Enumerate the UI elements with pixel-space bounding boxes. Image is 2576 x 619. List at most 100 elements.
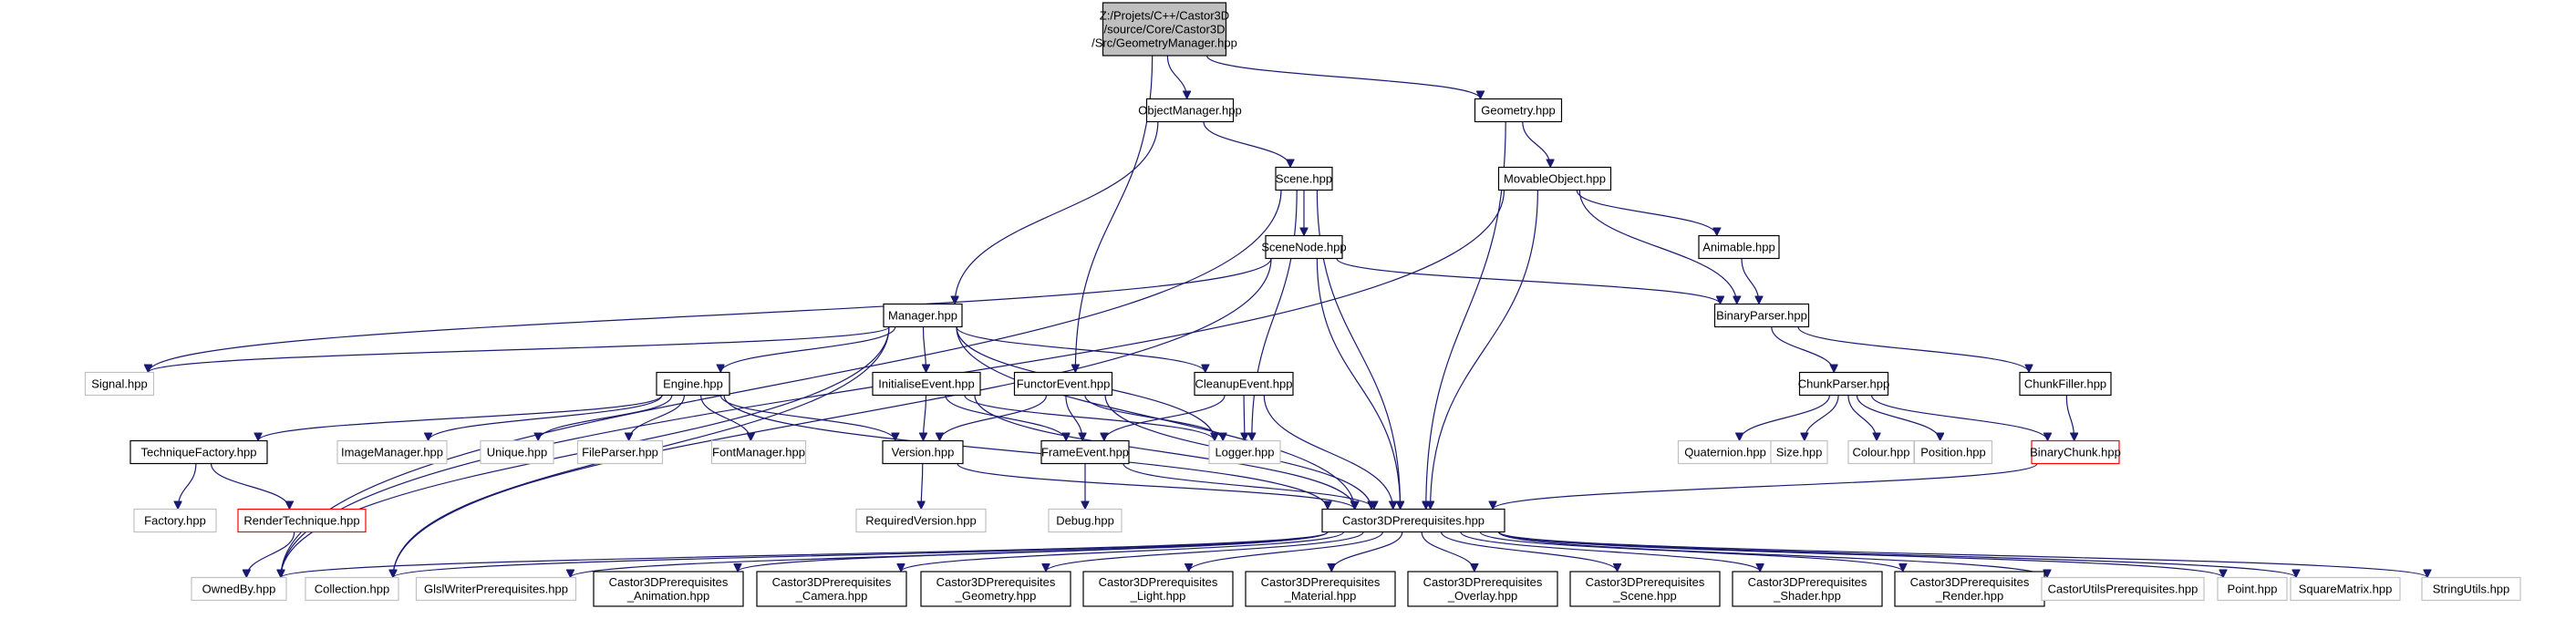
- node-animable[interactable]: Animable.hpp: [1698, 234, 1780, 260]
- node-glslwriter[interactable]: GlslWriterPrerequisites.hpp: [415, 576, 577, 602]
- node-fileparser[interactable]: FileParser.hpp: [576, 439, 664, 465]
- node-signal[interactable]: Signal.hpp: [84, 371, 155, 397]
- node-p_shader[interactable]: Castor3DPrerequisites_Shader.hpp: [1732, 571, 1883, 607]
- node-binaryparser[interactable]: BinaryParser.hpp: [1713, 303, 1810, 328]
- node-box-colour[interactable]: [1847, 439, 1915, 465]
- node-box-scene[interactable]: [1275, 166, 1333, 191]
- node-box-frameevent[interactable]: [1040, 439, 1130, 465]
- node-squarematrix[interactable]: SquareMatrix.hpp: [2290, 576, 2401, 602]
- node-box-castorutils[interactable]: [2041, 576, 2205, 602]
- node-box-point[interactable]: [2217, 576, 2288, 602]
- node-root[interactable]: Z:/Projets/C++/Castor3D/source/Core/Cast…: [1091, 2, 1237, 57]
- node-position[interactable]: Position.hpp: [1913, 439, 1993, 465]
- node-functorevent[interactable]: FunctorEvent.hpp: [1013, 371, 1113, 397]
- node-p_render[interactable]: Castor3DPrerequisites_Render.hpp: [1894, 571, 2045, 607]
- node-box-squarematrix[interactable]: [2290, 576, 2401, 602]
- node-frameevent[interactable]: FrameEvent.hpp: [1040, 439, 1130, 465]
- node-box-cleanupevent[interactable]: [1194, 371, 1294, 397]
- node-fontmanager[interactable]: FontManager.hpp: [710, 439, 807, 465]
- node-box-p_scene[interactable]: [1569, 571, 1721, 607]
- node-box-p_geometry[interactable]: [920, 571, 1071, 607]
- node-objectmanager[interactable]: ObjectManager.hpp: [1138, 98, 1242, 123]
- node-cleanupevent[interactable]: CleanupEvent.hpp: [1194, 371, 1294, 397]
- node-box-objectmanager[interactable]: [1145, 98, 1235, 123]
- node-box-fontmanager[interactable]: [710, 439, 807, 465]
- node-castorutils[interactable]: CastorUtilsPrerequisites.hpp: [2041, 576, 2205, 602]
- node-box-prereq[interactable]: [1321, 508, 1505, 533]
- node-box-binarychunk[interactable]: [2031, 439, 2120, 465]
- node-box-requiredversion[interactable]: [855, 508, 987, 533]
- node-box-quaternion[interactable]: [1677, 439, 1774, 465]
- node-box-imagemanager[interactable]: [336, 439, 448, 465]
- node-box-p_camera[interactable]: [756, 571, 907, 607]
- node-debug[interactable]: Debug.hpp: [1048, 508, 1122, 533]
- node-box-animable[interactable]: [1698, 234, 1780, 260]
- node-factory[interactable]: Factory.hpp: [133, 508, 217, 533]
- node-prereq[interactable]: Castor3DPrerequisites.hpp: [1321, 508, 1505, 533]
- node-box-collection[interactable]: [305, 576, 399, 602]
- node-box-p_shader[interactable]: [1732, 571, 1883, 607]
- node-box-functorevent[interactable]: [1013, 371, 1113, 397]
- node-box-manager[interactable]: [883, 303, 963, 328]
- node-box-chunkparser[interactable]: [1798, 371, 1889, 397]
- node-box-initialiseevent[interactable]: [872, 371, 981, 397]
- node-geometry[interactable]: Geometry.hpp: [1474, 98, 1563, 123]
- node-scene[interactable]: Scene.hpp: [1275, 166, 1333, 191]
- node-ownedby[interactable]: OwnedBy.hpp: [191, 576, 287, 602]
- node-box-root[interactable]: [1102, 2, 1227, 57]
- node-box-version[interactable]: [882, 439, 964, 465]
- node-scenenode[interactable]: SceneNode.hpp: [1261, 234, 1347, 260]
- node-p_camera[interactable]: Castor3DPrerequisites_Camera.hpp: [756, 571, 907, 607]
- node-techniquefactory[interactable]: TechniqueFactory.hpp: [129, 439, 268, 465]
- node-box-p_render[interactable]: [1894, 571, 2045, 607]
- node-version[interactable]: Version.hpp: [882, 439, 964, 465]
- node-binarychunk[interactable]: BinaryChunk.hpp: [2030, 439, 2121, 465]
- node-box-p_light[interactable]: [1082, 571, 1234, 607]
- node-point[interactable]: Point.hpp: [2217, 576, 2288, 602]
- node-box-glslwriter[interactable]: [415, 576, 577, 602]
- node-box-rendertechnique[interactable]: [237, 508, 367, 533]
- node-imagemanager[interactable]: ImageManager.hpp: [336, 439, 448, 465]
- node-box-unique[interactable]: [480, 439, 554, 465]
- node-stringutils[interactable]: StringUtils.hpp: [2421, 576, 2521, 602]
- node-size[interactable]: Size.hpp: [1770, 439, 1828, 465]
- node-box-geometry[interactable]: [1474, 98, 1563, 123]
- node-box-signal[interactable]: [84, 371, 155, 397]
- node-colour[interactable]: Colour.hpp: [1847, 439, 1915, 465]
- node-chunkfiller[interactable]: ChunkFiller.hpp: [2019, 371, 2112, 397]
- node-collection[interactable]: Collection.hpp: [305, 576, 399, 602]
- node-box-binaryparser[interactable]: [1713, 303, 1810, 328]
- node-box-logger[interactable]: [1208, 439, 1281, 465]
- node-box-p_material[interactable]: [1245, 571, 1396, 607]
- node-box-movableobject[interactable]: [1497, 166, 1612, 191]
- node-p_light[interactable]: Castor3DPrerequisites_Light.hpp: [1082, 571, 1234, 607]
- node-box-debug[interactable]: [1048, 508, 1122, 533]
- node-box-p_overlay[interactable]: [1407, 571, 1558, 607]
- node-box-chunkfiller[interactable]: [2019, 371, 2112, 397]
- node-unique[interactable]: Unique.hpp: [480, 439, 554, 465]
- node-movableobject[interactable]: MovableObject.hpp: [1497, 166, 1612, 191]
- node-rendertechnique[interactable]: RenderTechnique.hpp: [237, 508, 367, 533]
- node-box-fileparser[interactable]: [576, 439, 664, 465]
- node-quaternion[interactable]: Quaternion.hpp: [1677, 439, 1774, 465]
- node-box-ownedby[interactable]: [191, 576, 287, 602]
- node-logger[interactable]: Logger.hpp: [1208, 439, 1281, 465]
- node-p_geometry[interactable]: Castor3DPrerequisites_Geometry.hpp: [920, 571, 1071, 607]
- node-initialiseevent[interactable]: InitialiseEvent.hpp: [872, 371, 981, 397]
- node-p_overlay[interactable]: Castor3DPrerequisites_Overlay.hpp: [1407, 571, 1558, 607]
- node-box-engine[interactable]: [656, 371, 730, 397]
- node-box-position[interactable]: [1913, 439, 1993, 465]
- node-box-scenenode[interactable]: [1265, 234, 1343, 260]
- node-p_scene[interactable]: Castor3DPrerequisites_Scene.hpp: [1569, 571, 1721, 607]
- node-box-stringutils[interactable]: [2421, 576, 2521, 602]
- node-box-techniquefactory[interactable]: [129, 439, 268, 465]
- node-manager[interactable]: Manager.hpp: [883, 303, 963, 328]
- node-requiredversion[interactable]: RequiredVersion.hpp: [855, 508, 987, 533]
- node-chunkparser[interactable]: ChunkParser.hpp: [1798, 371, 1889, 397]
- node-box-p_animation[interactable]: [593, 571, 744, 607]
- node-p_material[interactable]: Castor3DPrerequisites_Material.hpp: [1245, 571, 1396, 607]
- node-box-factory[interactable]: [133, 508, 217, 533]
- node-box-size[interactable]: [1770, 439, 1828, 465]
- node-engine[interactable]: Engine.hpp: [656, 371, 730, 397]
- node-p_animation[interactable]: Castor3DPrerequisites_Animation.hpp: [593, 571, 744, 607]
